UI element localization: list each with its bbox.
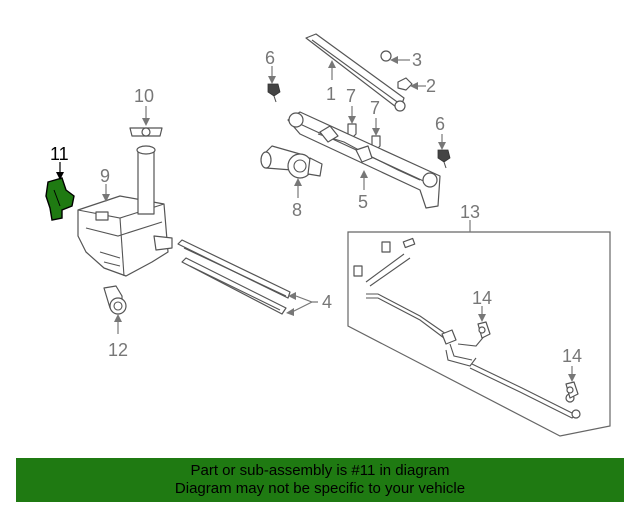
- part-14-valve-a[interactable]: [477, 321, 491, 339]
- part-4-arrowhead-b: [286, 308, 294, 316]
- part-7-left-label[interactable]: 7: [346, 86, 356, 106]
- part-6-right-arrowhead: [438, 142, 446, 150]
- banner-line-part: Part or sub-assembly is #11 in diagram: [190, 462, 450, 479]
- part-4-arrowhead-a: [288, 292, 296, 300]
- part-13-hose-kit-box[interactable]: [347, 231, 611, 437]
- part-2-label[interactable]: 2: [426, 76, 436, 96]
- part-6-bolt-right[interactable]: [437, 149, 451, 169]
- part-10-label[interactable]: 10: [134, 86, 154, 106]
- part-9-arrowhead: [102, 194, 110, 202]
- part-8-motor[interactable]: [260, 145, 323, 179]
- part-12-arrowhead: [114, 314, 122, 322]
- part-3-arrowhead: [390, 56, 398, 64]
- part-1-arrowhead: [328, 60, 336, 68]
- part-1-wiper-arm[interactable]: [305, 33, 406, 112]
- part-9-label[interactable]: 9: [100, 166, 110, 186]
- part-14-valve-b[interactable]: [565, 381, 579, 399]
- part-9-reservoir[interactable]: [77, 195, 173, 277]
- part-3-label[interactable]: 3: [412, 50, 422, 70]
- part-5-linkage[interactable]: [287, 111, 441, 209]
- part-6-left-arrowhead: [268, 76, 276, 84]
- part-6-right-label[interactable]: 6: [435, 114, 445, 134]
- info-banner: Part or sub-assembly is #11 in diagram D…: [16, 458, 624, 502]
- part-12-pump[interactable]: [103, 285, 127, 315]
- part-3-cap[interactable]: [380, 50, 392, 62]
- part-1-label[interactable]: 1: [326, 84, 336, 104]
- part-7-left-arrowhead: [348, 116, 356, 124]
- part-4-wiper-blades[interactable]: [177, 239, 291, 315]
- part-13-label[interactable]: 13: [460, 202, 480, 222]
- part-11-bracket[interactable]: [45, 177, 75, 221]
- part-14-b-arrowhead: [568, 374, 576, 382]
- part-8-arrowhead: [294, 178, 302, 186]
- part-7-right-label[interactable]: 7: [370, 98, 380, 118]
- part-2-nut[interactable]: [397, 77, 413, 91]
- banner-line-disclaimer: Diagram may not be specific to your vehi…: [174, 480, 466, 497]
- part-5-label[interactable]: 5: [358, 192, 368, 212]
- part-10-arrowhead: [142, 118, 150, 126]
- part-7-right-arrowhead: [372, 128, 380, 136]
- part-14-b-label[interactable]: 14: [562, 346, 582, 366]
- part-14-a-arrowhead: [478, 314, 486, 322]
- part-8-label[interactable]: 8: [292, 200, 302, 220]
- part-12-label[interactable]: 12: [108, 340, 128, 360]
- part-4-leader: [291, 295, 318, 313]
- part-14-a-label[interactable]: 14: [472, 288, 492, 308]
- part-6-bolt-left[interactable]: [267, 83, 281, 103]
- part-10-filler-neck[interactable]: [129, 127, 163, 215]
- part-6-left-label[interactable]: 6: [265, 48, 275, 68]
- part-2-arrowhead: [410, 82, 418, 90]
- part-11-label[interactable]: 11: [50, 144, 69, 164]
- part-4-label[interactable]: 4: [322, 292, 332, 312]
- part-5-arrowhead: [360, 170, 368, 178]
- parts-diagram: 11 10 9 12 4: [45, 33, 611, 437]
- part-11-arrowhead: [56, 172, 64, 180]
